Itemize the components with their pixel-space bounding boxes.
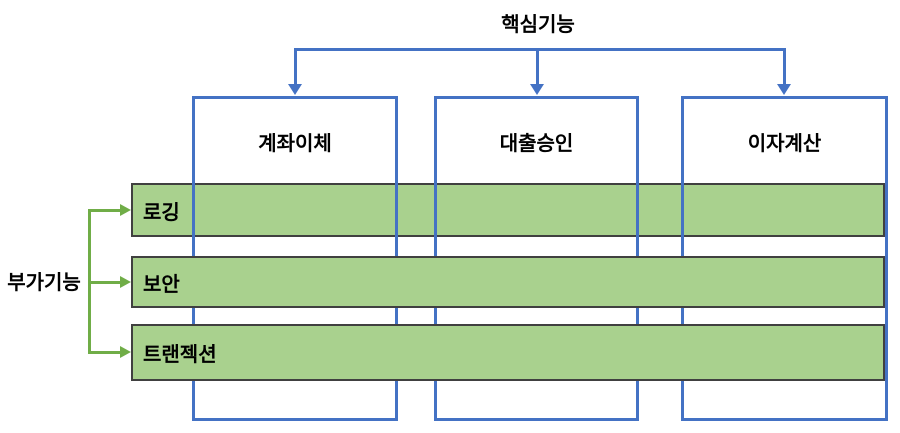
arrow-down-icon [288, 84, 302, 95]
arrow-down-icon [530, 84, 544, 95]
concern-label: 보안 [143, 273, 180, 296]
core-functions-label: 핵심기능 [501, 14, 575, 36]
connector-drop-line [294, 48, 297, 84]
bracket-branch-line [88, 209, 121, 212]
bracket-branch-line [88, 281, 121, 284]
connector-trunk-line [294, 48, 786, 51]
arrow-down-icon [777, 84, 791, 95]
bracket-branch-line [88, 351, 121, 354]
arrow-right-icon [120, 276, 131, 288]
concern-label: 로깅 [143, 201, 180, 224]
arrow-right-icon [120, 204, 131, 216]
module-label: 계좌이체 [258, 133, 332, 155]
connector-drop-line [536, 48, 539, 84]
module-label: 대출승인 [499, 133, 574, 155]
connector-drop-line [783, 48, 786, 84]
concern-bar-transaction: 트랜젝션 [131, 324, 885, 381]
module-label: 이자계산 [747, 133, 822, 155]
additional-functions-label: 부가기능 [7, 272, 81, 294]
concern-bar-logging: 로깅 [131, 183, 885, 237]
concern-label: 트랜젝션 [143, 344, 217, 366]
concern-bar-security: 보안 [131, 256, 885, 308]
arrow-right-icon [120, 346, 131, 358]
